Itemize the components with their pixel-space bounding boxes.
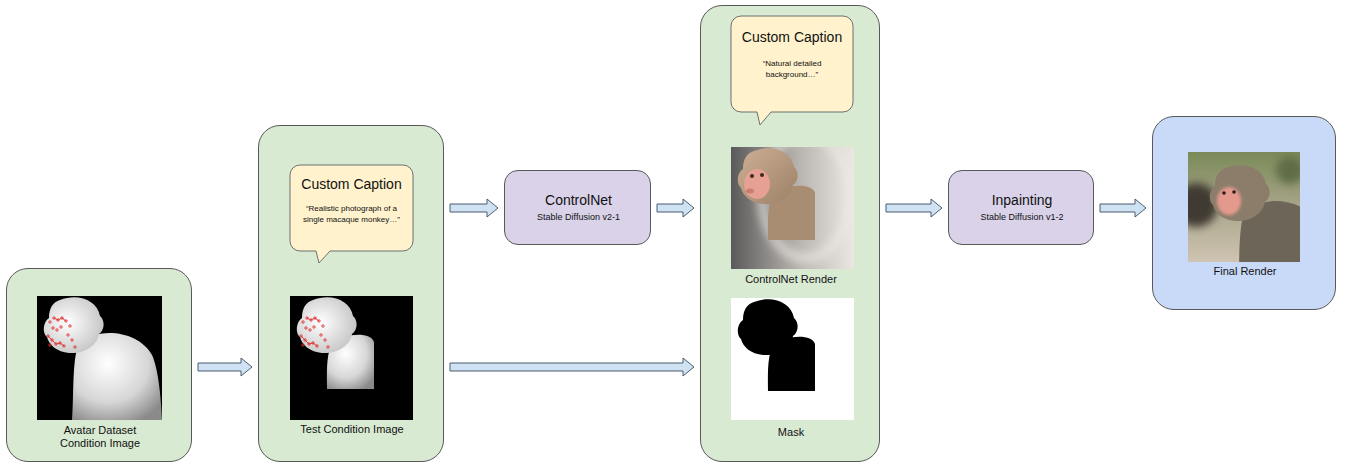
process-box: InpaintingStable Diffusion v1-2 — [948, 170, 1094, 245]
flow-arrow — [657, 199, 694, 217]
image-label: Mask — [701, 426, 881, 439]
panel-label: Test Condition Image — [259, 423, 445, 436]
avatar-condition-image — [37, 296, 162, 420]
bubble-shape — [731, 16, 853, 125]
bubble-text: “Natural detailed background…” — [745, 58, 839, 80]
flow-arrow — [1100, 199, 1146, 217]
caption-bubble: Custom Caption “Natural detailed backgrou… — [731, 16, 853, 125]
process-subtitle: Stable Diffusion v1-2 — [949, 212, 1095, 223]
flow-arrow — [450, 358, 694, 376]
controlnet-render-image — [731, 134, 854, 269]
process-box: ControlNetStable Diffusion v2-1 — [504, 170, 651, 245]
bubble-text: “Realistic photograph of a single macaqu… — [298, 203, 405, 225]
test-condition-image — [290, 296, 413, 420]
process-title: ControlNet — [505, 192, 652, 209]
caption-bubble: Custom Caption “Realistic photograph of a… — [290, 165, 413, 263]
bubble-shape — [290, 165, 413, 263]
image-label: ControlNet Render — [701, 273, 881, 286]
final-render-image — [1188, 152, 1300, 262]
flow-arrow — [198, 358, 252, 376]
flow-arrow — [450, 199, 498, 217]
mask-image — [731, 298, 854, 420]
bubble-title: Custom Caption — [731, 29, 853, 46]
process-subtitle: Stable Diffusion v2-1 — [505, 212, 652, 223]
process-title: Inpainting — [949, 192, 1095, 209]
flow-arrow — [886, 199, 942, 217]
panel-label: Avatar Dataset Condition Image — [45, 424, 155, 450]
bubble-title: Custom Caption — [290, 176, 413, 193]
panel-label: Final Render — [1153, 265, 1337, 278]
